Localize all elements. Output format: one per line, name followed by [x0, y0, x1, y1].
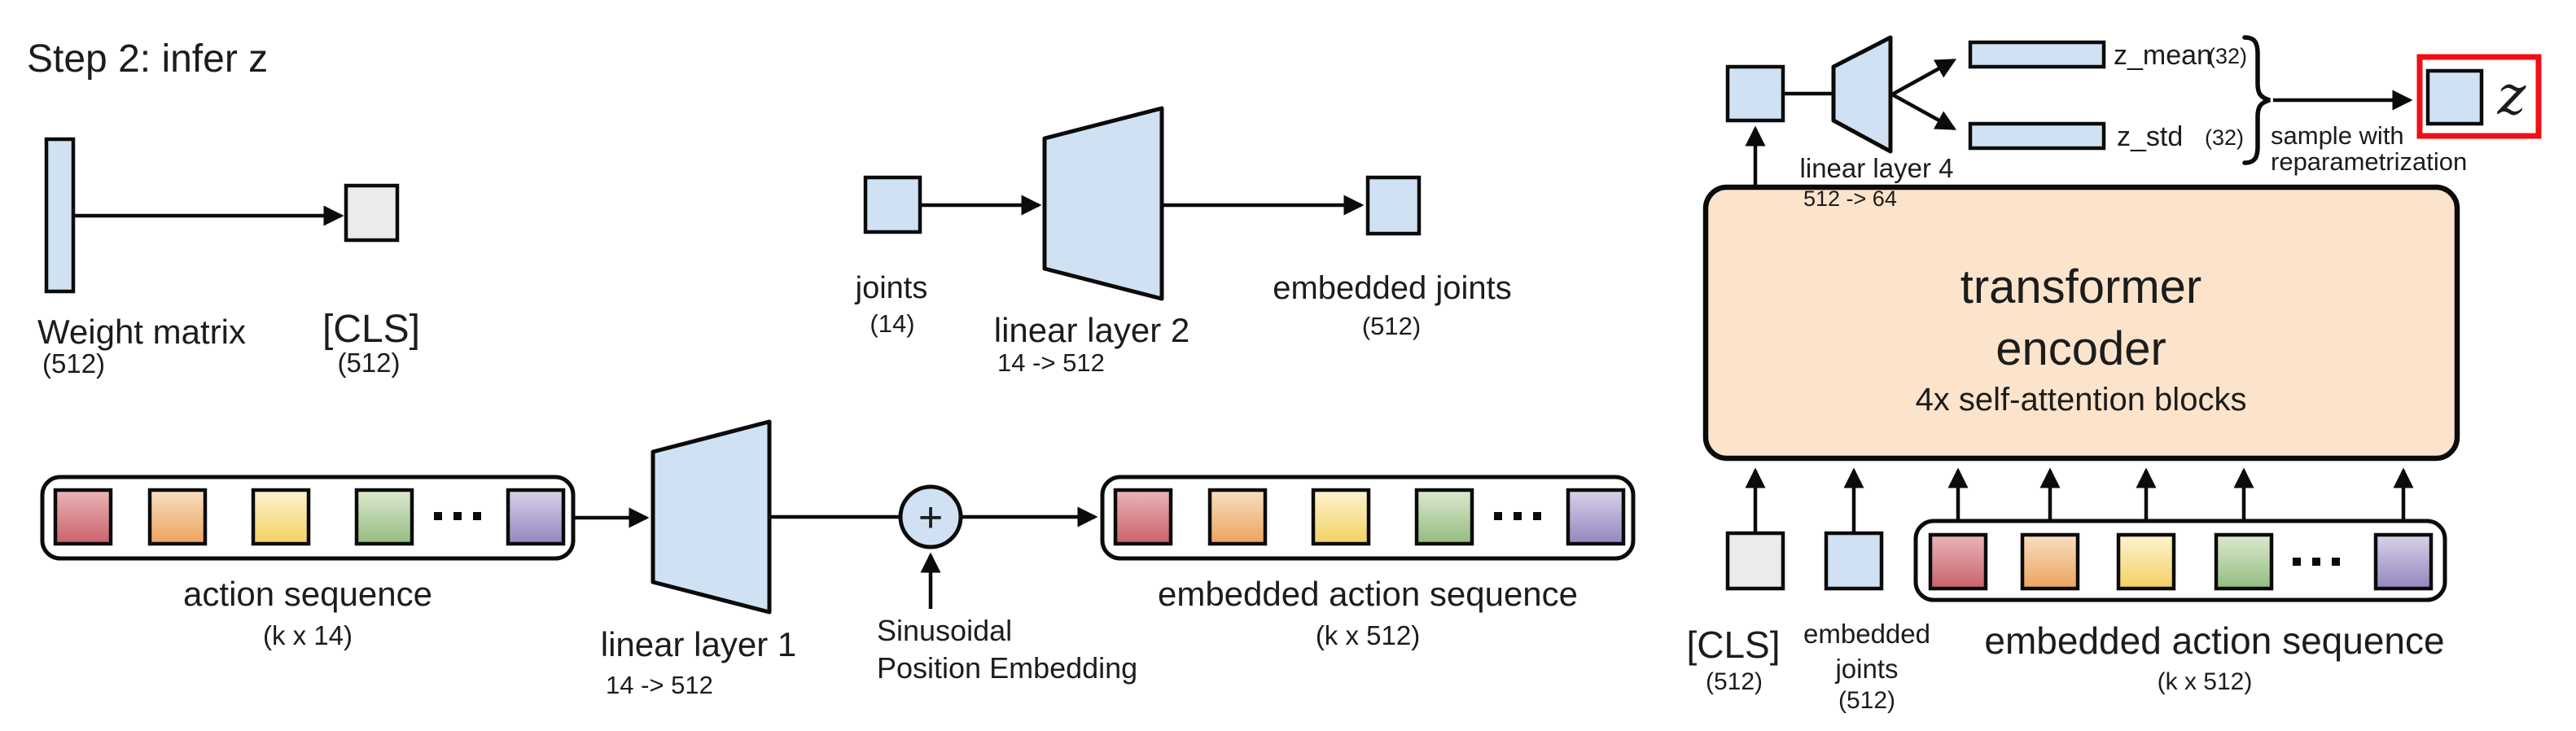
- input-token-orange: [2020, 532, 2080, 591]
- z-mean-bar: [1968, 40, 2106, 69]
- z-label: z: [2497, 64, 2527, 127]
- linear4-to-zstd-arrow: [1890, 93, 1957, 130]
- weight-matrix-group: Weight matrix (512) [CLS] (512): [37, 137, 420, 379]
- action-sequence-dim: (k x 14): [263, 620, 353, 650]
- input-cls-dim: (512): [1706, 668, 1763, 695]
- cls-input-rect: [1725, 531, 1785, 591]
- joints-branch-group: joints (14) linear layer 2 14 -> 512 emb…: [855, 106, 1512, 377]
- action-branch-group: action sequence (k x 14) linear layer 1 …: [40, 419, 1636, 699]
- encoder-title-line1: transformer: [1960, 260, 2202, 313]
- input-embedded-action-sequence-label: embedded action sequence: [1984, 619, 2444, 662]
- action-sequence-label: action sequence: [183, 575, 432, 613]
- action-token-purple: [506, 488, 566, 546]
- cls-label: [CLS]: [322, 308, 420, 351]
- joints-rect: [863, 175, 922, 234]
- ellipsis-dots: [434, 512, 481, 520]
- embedded-joints-label: embedded joints: [1273, 270, 1512, 306]
- transformer-encoder-box: [1702, 184, 2460, 462]
- embedded-joints-rect: [1365, 175, 1422, 236]
- linear-layer-4-label: linear layer 4: [1800, 153, 1954, 183]
- sample-label-line1: sample with: [2271, 121, 2404, 150]
- input-embedded-joints-dim: (512): [1838, 687, 1895, 714]
- embedded-action-sequence-dim: (k x 512): [1316, 620, 1420, 650]
- linear-layer-1-dims: 14 -> 512: [606, 671, 713, 699]
- embedded-action-token-green: [1414, 488, 1474, 546]
- page-title: Step 2: infer z: [27, 37, 268, 81]
- z-std-dim: (32): [2205, 125, 2244, 150]
- linear-layer-1-label: linear layer 1: [601, 625, 796, 663]
- z-embedding-rect: [1725, 64, 1785, 123]
- embedded-action-token-yellow: [1311, 488, 1371, 546]
- joints-label: joints: [855, 271, 928, 305]
- position-embedding-label-line2: Position Embedding: [877, 651, 1137, 685]
- encoder-title-line2: encoder: [1996, 322, 2166, 375]
- action-token-red: [53, 488, 113, 546]
- cls-token-rect: [344, 183, 400, 243]
- embedded-action-token-red: [1113, 488, 1173, 546]
- encoder-group: transformer encoder 4x self-attention bl…: [1686, 35, 2542, 714]
- linear-layer-2-trapezoid: [1042, 106, 1164, 301]
- input-embedded-joints-label-line1: embedded: [1803, 619, 1930, 649]
- cls-dim: (512): [337, 348, 400, 378]
- z-std-label: z_std: [2117, 121, 2183, 152]
- ellipsis-dots: [1494, 512, 1541, 520]
- joints-dim: (14): [870, 309, 914, 338]
- z-mean-dim: (32): [2208, 44, 2247, 68]
- action-token-green: [354, 488, 414, 546]
- input-token-green: [2214, 532, 2274, 591]
- sample-label-line2: reparametrization: [2271, 147, 2467, 176]
- weight-matrix-label: Weight matrix: [37, 313, 246, 351]
- plus-icon: +: [918, 494, 943, 541]
- encoder-inputs-group: [CLS] (512) embedded joints (512) embedd…: [1686, 467, 2447, 714]
- action-token-orange: [147, 488, 208, 546]
- input-token-yellow: [2116, 532, 2176, 591]
- embedded-joints-input-rect: [1824, 531, 1884, 591]
- input-token-red: [1928, 532, 1988, 591]
- action-token-yellow: [251, 488, 311, 546]
- z-sample-rect: [2425, 68, 2484, 126]
- linear-layer-2-dims: 14 -> 512: [997, 348, 1105, 377]
- input-embedded-joints-label-line2: joints: [1834, 654, 1898, 684]
- embedded-action-sequence-input-container: [1913, 519, 2447, 602]
- ellipsis-dots: [2293, 558, 2340, 566]
- z-std-bar: [1968, 121, 2106, 151]
- position-embedding-label-line1: Sinusoidal: [877, 614, 1012, 647]
- linear-layer-1-trapezoid: [651, 419, 772, 615]
- input-embedded-action-sequence-dim: (k x 512): [2158, 668, 2253, 695]
- weight-matrix-rect: [44, 137, 76, 294]
- weight-matrix-dim: (512): [42, 348, 105, 379]
- linear-layer-4-trapezoid: [1831, 35, 1893, 154]
- embedded-action-token-orange: [1207, 488, 1268, 546]
- linear-layer-4-dims: 512 -> 64: [1803, 186, 1897, 211]
- input-token-purple: [2373, 532, 2434, 591]
- embedded-action-sequence-label: embedded action sequence: [1158, 575, 1578, 613]
- linear-layer-2-label: linear layer 2: [994, 311, 1189, 349]
- input-cls-label: [CLS]: [1686, 624, 1780, 666]
- encoder-subtitle: 4x self-attention blocks: [1916, 382, 2247, 418]
- z-highlight-red-box: [2416, 54, 2542, 139]
- z-mean-label: z_mean: [2114, 40, 2212, 71]
- linear4-to-zmean-arrow: [1890, 59, 1957, 96]
- embedded-action-token-purple: [1566, 488, 1626, 546]
- curly-brace: [2242, 35, 2271, 165]
- embedded-joints-dim: (512): [1362, 312, 1421, 340]
